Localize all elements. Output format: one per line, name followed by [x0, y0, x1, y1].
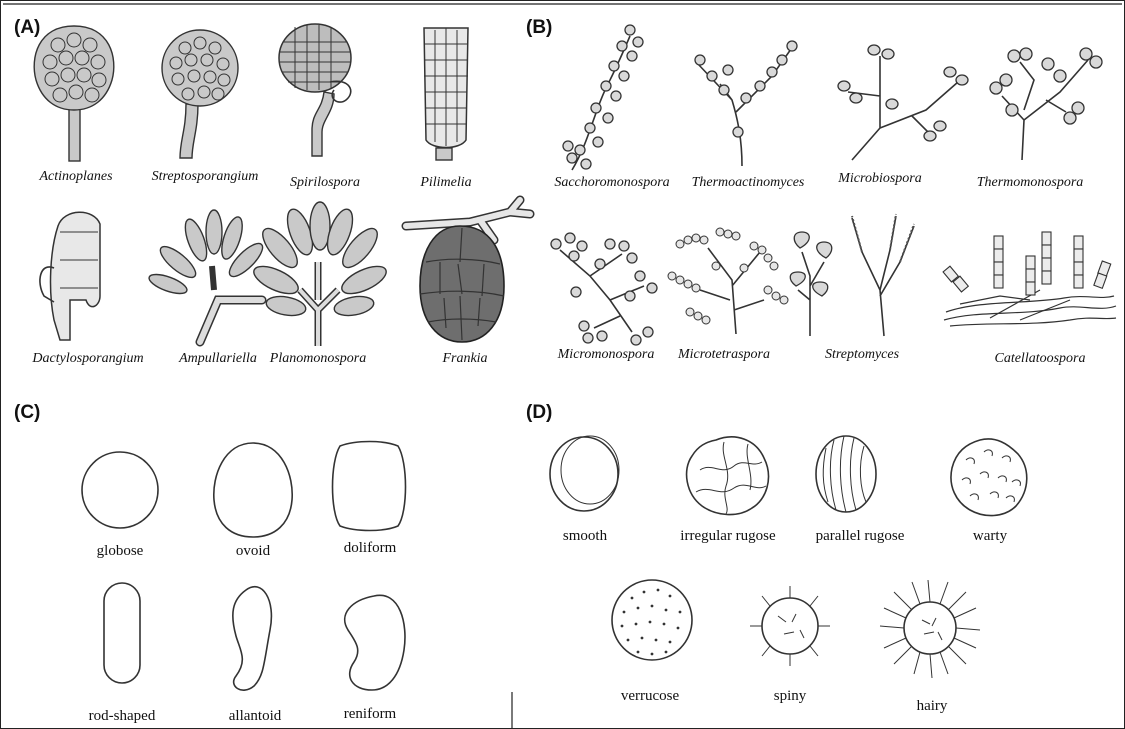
genus-label-streptomyces: Streptomyces [825, 347, 900, 362]
genus-label-pilimelia: Pilimelia [419, 175, 471, 190]
shape-label-rod-shaped: rod-shaped [89, 708, 156, 724]
genus-label-actinoplanes: Actinoplanes [38, 169, 113, 184]
genus-label-microbiospora: Microbiospora [837, 171, 921, 186]
genus-label-catellatoospora: Catellatoospora [994, 351, 1085, 366]
shape-label-doliform: doliform [344, 540, 397, 556]
genus-label-frankia: Frankia [441, 351, 487, 366]
ornament-label-parallel-rugose: parallel rugose [816, 528, 905, 544]
panel-b-label: (B) [526, 17, 552, 38]
panel-a-label: (A) [14, 17, 40, 38]
shape-label-globose: globose [97, 543, 144, 559]
ornament-label-hairy: hairy [917, 698, 948, 714]
genus-label-spirilospora: Spirilospora [290, 175, 360, 190]
genus-label-planomonospora: Planomonospora [269, 351, 366, 366]
panel-d-label: (D) [526, 402, 552, 423]
genus-label-microtetraspora: Microtetraspora [677, 347, 770, 362]
genus-label-streptosporangium: Streptosporangium [152, 169, 259, 184]
pilimelia-illustration [424, 28, 468, 160]
ornament-label-irregular-rugose: irregular rugose [680, 528, 776, 544]
genus-label-sacchoromonospora: Sacchoromonospora [554, 175, 669, 190]
shape-label-ovoid: ovoid [236, 543, 271, 559]
genus-label-ampullariella: Ampullariella [178, 351, 257, 366]
ornament-label-warty: warty [973, 528, 1008, 544]
genus-label-thermomonospora: Thermomonospora [977, 175, 1084, 190]
genus-label-dactylosporangium: Dactylosporangium [31, 351, 143, 366]
ornament-label-verrucose: verrucose [621, 688, 680, 704]
shape-label-allantoid: allantoid [229, 708, 282, 724]
genus-label-thermoactinomyces: Thermoactinomyces [692, 175, 805, 190]
panel-c-label: (C) [14, 402, 40, 423]
ornament-label-spiny: spiny [774, 688, 807, 704]
ornament-label-smooth: smooth [563, 528, 608, 544]
genus-label-micromonospora: Micromonospora [557, 347, 655, 362]
shape-label-reniform: reniform [344, 706, 397, 722]
